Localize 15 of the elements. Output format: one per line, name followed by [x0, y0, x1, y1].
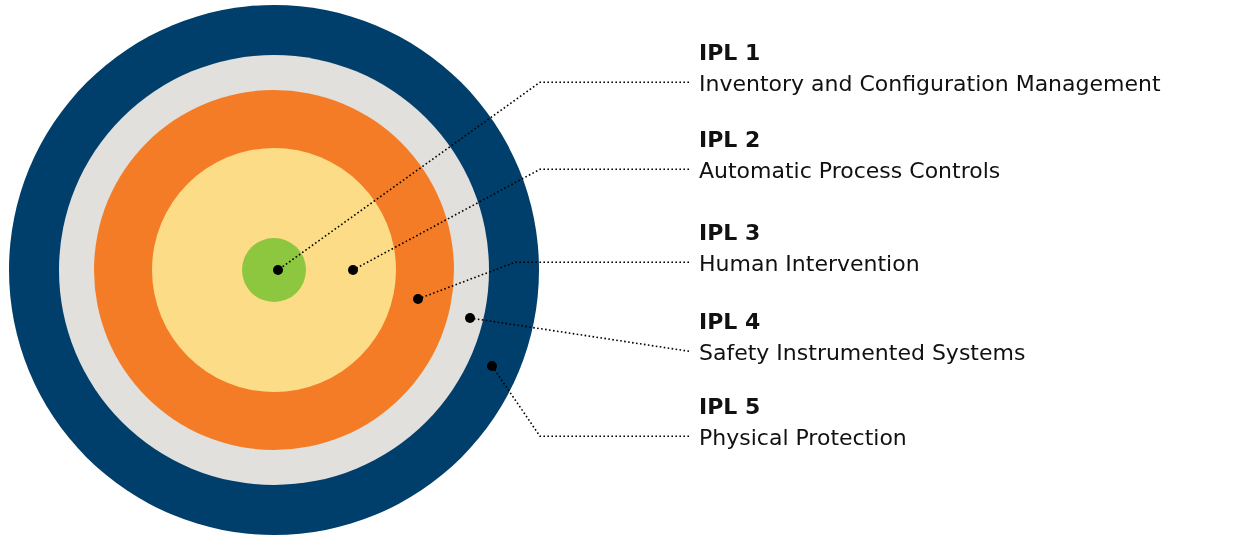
layer-heading: IPL 4	[699, 308, 762, 336]
layer-heading: IPL 3	[699, 219, 762, 247]
layer-description: Safety Instrumented Systems	[699, 339, 1026, 367]
leader-line	[273, 81, 690, 275]
layer-description: Inventory and Configuration Management	[699, 70, 1161, 98]
layer-heading: IPL 2	[699, 126, 762, 154]
layer-description: Human Intervention	[699, 250, 920, 278]
leader-line	[487, 361, 690, 438]
layer-heading: IPL 1	[699, 39, 762, 67]
leader-line	[348, 168, 690, 275]
layer-description: Automatic Process Controls	[699, 157, 1001, 185]
leader-line	[465, 313, 690, 353]
leader-line	[413, 261, 690, 304]
layer-heading: IPL 5	[699, 393, 762, 421]
layer-description: Physical Protection	[699, 424, 907, 452]
